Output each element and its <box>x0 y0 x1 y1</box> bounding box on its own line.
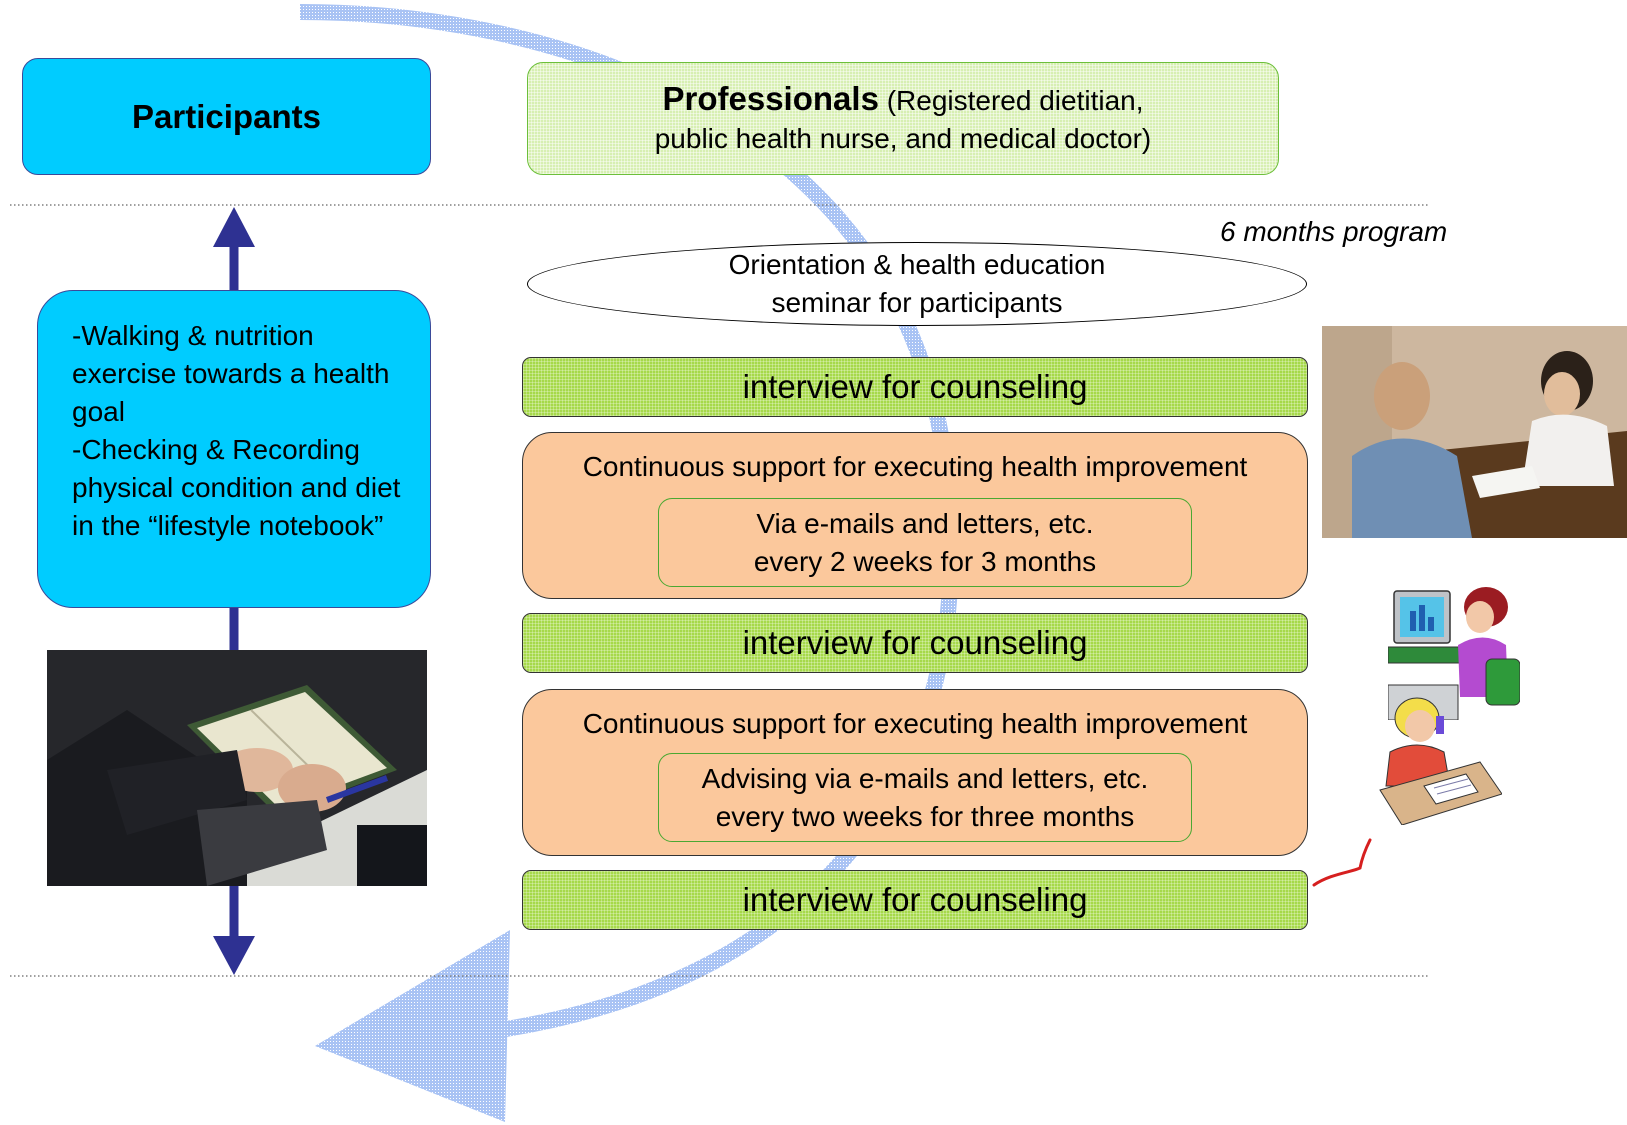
seminar-line1: Orientation & health education <box>728 249 1106 280</box>
interview-step-3: interview for counseling <box>522 870 1308 930</box>
red-check-mark <box>1312 838 1372 887</box>
support-step-2: Continuous support for executing health … <box>522 689 1308 856</box>
support-step-1: Continuous support for executing health … <box>522 432 1308 599</box>
support-title: Continuous support for executing health … <box>582 708 1248 739</box>
activities-text: -Walking & nutrition exercise towards a … <box>72 320 401 541</box>
support-detail-line2: every two weeks for three months <box>715 800 1135 832</box>
professionals-detail-line2: public health nurse, and medical doctor) <box>654 122 1152 154</box>
interview-step-1: interview for counseling <box>522 357 1308 417</box>
support-detail-line1: Advising via e-mails and letters, etc. <box>701 762 1149 794</box>
support-detail-box: Advising via e-mails and letters, etc. e… <box>658 753 1192 842</box>
program-duration-label: 6 months program <box>1220 216 1448 247</box>
notebook-writing-photo <box>47 650 427 886</box>
professionals-title: Professionals <box>662 79 879 117</box>
participants-header: Participants <box>22 58 431 175</box>
interview-label: interview for counseling <box>742 368 1088 405</box>
counseling-meeting-photo <box>1322 326 1627 538</box>
phone-writing-clipart <box>1362 690 1503 826</box>
support-detail-box: Via e-mails and letters, etc. every 2 we… <box>658 498 1192 587</box>
seminar-line2: seminar for participants <box>771 287 1063 318</box>
interview-step-2: interview for counseling <box>522 613 1308 673</box>
support-title: Continuous support for executing health … <box>582 451 1248 482</box>
interview-label: interview for counseling <box>742 881 1088 918</box>
professionals-detail: (Registered dietitian, <box>878 84 1144 116</box>
interview-label: interview for counseling <box>742 624 1088 661</box>
professionals-header: Professionals (Registered dietitian, pub… <box>527 62 1279 175</box>
participants-title: Participants <box>132 97 321 135</box>
orientation-seminar: Orientation & health education seminar f… <box>527 242 1307 326</box>
support-detail-line2: every 2 weeks for 3 months <box>753 545 1097 577</box>
support-detail-line1: Via e-mails and letters, etc. <box>756 507 1094 539</box>
participant-activities: -Walking & nutrition exercise towards a … <box>37 290 431 608</box>
